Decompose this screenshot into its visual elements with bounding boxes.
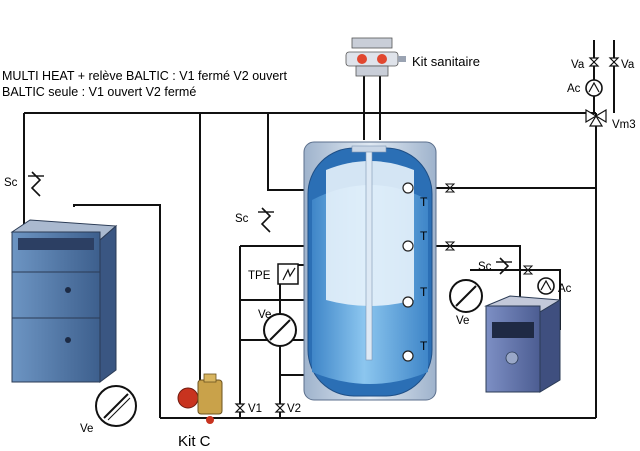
safety-valve-icon <box>499 257 510 275</box>
safety-valve-mid <box>258 207 274 233</box>
valve-icon <box>234 403 246 413</box>
circulator-top <box>585 79 603 97</box>
kit-sanitaire-label: Kit sanitaire <box>412 54 480 69</box>
expansion-vessel-mid <box>263 313 297 347</box>
sensor-t-2-icon <box>402 240 414 252</box>
mixing-valve <box>585 108 607 127</box>
valve-icon <box>444 183 456 193</box>
isolation-valves-top <box>588 57 620 67</box>
caption-line-2: BALTIC seule : V1 ouvert V2 fermé <box>2 85 196 99</box>
ve-label-mid: Ve <box>258 309 271 321</box>
tpe-thermostat <box>277 263 299 285</box>
sensor-t-1-icon <box>402 182 414 194</box>
sc-label-left: Sc <box>4 177 18 189</box>
sensor-t-4-label: T <box>420 339 428 353</box>
ac-label-right: Ac <box>558 283 572 295</box>
circulator-icon <box>585 79 603 97</box>
valve-v1 <box>234 403 246 413</box>
baltic-boiler <box>484 295 562 393</box>
v2-label: V2 <box>287 403 301 415</box>
valve-icon <box>444 241 456 251</box>
sc-label-right: Sc <box>478 261 492 273</box>
valve-icon <box>608 57 620 67</box>
vm3-label: Vm3 <box>612 119 636 131</box>
multiheat-boiler <box>10 219 118 383</box>
kit-c-assembly <box>177 373 223 424</box>
ac-label-top: Ac <box>567 83 581 95</box>
sensor-t-1-label: T <box>420 195 428 209</box>
sanitary-kit <box>345 37 406 77</box>
va-label-left: Va <box>571 59 585 71</box>
caption-line-1: MULTI HEAT + relève BALTIC : V1 fermé V2… <box>2 69 287 83</box>
sensor-t-4-icon <box>402 350 414 362</box>
safety-valve-left <box>28 171 44 197</box>
ve-label-left: Ve <box>80 423 93 435</box>
thermostat-icon <box>282 267 296 281</box>
storage-tank <box>303 141 437 401</box>
valve-icon <box>522 265 534 275</box>
three-way-valve-icon <box>585 108 598 124</box>
valve-red-icon <box>357 54 367 64</box>
valve-v2 <box>274 403 286 413</box>
expansion-vessel-right <box>449 279 483 313</box>
va-label-right: Va <box>621 59 635 71</box>
kit-c-label: Kit C <box>178 433 211 450</box>
line-valves <box>444 183 534 275</box>
sensor-t-3-label: T <box>420 285 428 299</box>
valve-red-icon <box>377 54 387 64</box>
circulator-icon <box>537 277 555 295</box>
sensor-t-2-label: T <box>420 229 428 243</box>
ve-label-right: Ve <box>456 315 469 327</box>
valve-icon <box>588 57 600 67</box>
sensor-t-3-icon <box>402 296 414 308</box>
safety-valve-right <box>496 257 512 275</box>
expansion-vessel-left <box>95 385 137 427</box>
sc-label-mid: Sc <box>235 213 249 225</box>
circulator-pump-icon <box>177 387 199 409</box>
tpe-label: TPE <box>248 270 271 282</box>
valve-icon <box>274 403 286 413</box>
circulator-right <box>537 277 555 295</box>
v1-label: V1 <box>248 403 262 415</box>
temperature-sensors: T T T T <box>402 182 428 362</box>
